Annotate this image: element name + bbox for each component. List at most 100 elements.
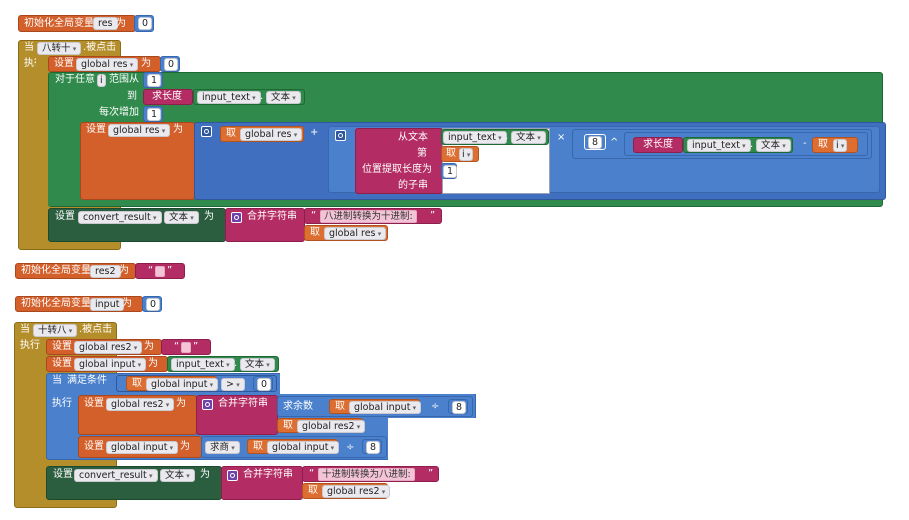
component-select-convert-result[interactable]: convert_result <box>74 469 158 482</box>
division-type-select[interactable]: 求商 <box>205 441 240 454</box>
property-select-text[interactable]: 文本 <box>266 91 301 104</box>
component-text-getter[interactable]: input_text . 文本 <box>167 356 279 372</box>
number-block-0[interactable]: 0 <box>134 15 154 32</box>
var-select-global-input[interactable]: global input <box>106 441 179 454</box>
number-0[interactable]: 0 <box>164 58 179 71</box>
set-global-res-block-2[interactable]: 设置 global res 为 <box>80 122 195 200</box>
set-global-res2-block[interactable]: 设置 global res2 为 <box>46 339 162 355</box>
var-name-res2[interactable]: res2 <box>90 265 121 278</box>
component-select-input-text[interactable]: input_text <box>171 358 235 371</box>
component-select-input-text[interactable]: input_text <box>687 139 751 152</box>
property-select-text[interactable]: 文本 <box>160 469 195 482</box>
text-literal-dec-oct[interactable]: 十进制转换为八进制: <box>318 468 415 481</box>
get-global-input-block[interactable]: 取 global input <box>126 376 219 391</box>
get-global-res-block[interactable]: 取 global res <box>220 126 304 142</box>
property-select-text[interactable]: 文本 <box>756 139 791 152</box>
component-select-convert-result[interactable]: convert_result <box>78 211 162 224</box>
text-join-block[interactable]: 合并字符串 <box>225 208 305 242</box>
mutator-gear-icon[interactable] <box>201 126 212 137</box>
get-global-input-block[interactable]: 取 global input <box>329 399 422 414</box>
var-select-global-input[interactable]: global input <box>146 378 219 391</box>
number-8[interactable]: 8 <box>588 136 603 149</box>
var-select-global-res2[interactable]: global res2 <box>74 341 143 354</box>
component-select-input-text[interactable]: input_text <box>443 131 507 144</box>
empty-text-field[interactable] <box>181 342 191 353</box>
compare-operator-select[interactable]: > <box>221 378 245 391</box>
empty-text-block[interactable]: “ ” <box>135 263 185 279</box>
var-select-global-res[interactable]: global res <box>240 128 303 141</box>
mutator-gear-icon[interactable] <box>202 399 213 410</box>
component-text-getter[interactable]: input_text . 文本 <box>683 137 793 153</box>
init-global-input-block[interactable]: 初始化全局变量 input 为 <box>15 296 143 312</box>
var-select-global-res2[interactable]: global res2 <box>297 420 366 433</box>
text-join-block[interactable]: 合并字符串 <box>196 395 278 435</box>
set-global-input-block[interactable]: 设置 global input 为 <box>46 356 168 372</box>
number-block-8[interactable]: 8 <box>584 134 606 150</box>
mutator-gear-icon[interactable] <box>227 470 238 481</box>
set-convert-result-text-block[interactable]: 设置 convert_result . 文本 为 <box>46 466 222 500</box>
length-block[interactable]: 求长度 <box>143 89 193 105</box>
quote-close-icon: ” <box>428 468 434 479</box>
var-select-global-res[interactable]: global res <box>324 227 387 240</box>
number-block-0[interactable]: 0 <box>253 376 273 391</box>
segment-text-block[interactable]: 从文本 第 位置提取长度为 的子串 <box>355 128 443 194</box>
var-name-res[interactable]: res <box>93 17 118 30</box>
var-select-i[interactable]: i <box>833 139 848 152</box>
var-select-global-res2[interactable]: global res2 <box>106 398 175 411</box>
get-global-res-block[interactable]: 取 global res <box>304 225 388 241</box>
get-i-block[interactable]: 取 i <box>441 146 479 162</box>
number-1[interactable]: 1 <box>147 74 162 87</box>
number-8[interactable]: 8 <box>452 401 467 414</box>
button-select-oct-to-dec[interactable]: 八转十 <box>37 42 82 55</box>
component-select-input-text[interactable]: input_text <box>197 91 261 104</box>
get-global-res2-block[interactable]: 取 global res2 <box>277 418 366 433</box>
number-0[interactable]: 0 <box>146 298 161 311</box>
number-block-0[interactable]: 0 <box>160 56 180 72</box>
empty-text-block[interactable]: “ ” <box>161 339 211 355</box>
component-text-getter[interactable]: input_text . 文本 <box>441 129 549 145</box>
mutator-gear-icon[interactable] <box>335 130 346 141</box>
property-select-text[interactable]: 文本 <box>511 131 546 144</box>
text-literal-block[interactable]: “ 八进制转换为十进制: ” <box>304 208 442 224</box>
loop-var-i[interactable]: i <box>97 74 106 87</box>
number-1[interactable]: 1 <box>147 108 162 121</box>
number-block-8[interactable]: 8 <box>362 439 382 454</box>
var-select-global-res[interactable]: global res <box>108 124 171 137</box>
var-select-i[interactable]: i <box>459 148 474 161</box>
var-select-global-input[interactable]: global input <box>74 358 147 371</box>
component-text-getter[interactable]: input_text . 文本 <box>193 89 305 105</box>
number-block-1[interactable]: 1 <box>441 163 458 179</box>
number-0[interactable]: 0 <box>257 378 272 391</box>
set-global-input-block[interactable]: 设置 global input 为 <box>78 436 202 458</box>
number-0[interactable]: 0 <box>138 17 153 30</box>
mutator-gear-icon[interactable] <box>231 212 242 223</box>
button-select-dec-to-oct[interactable]: 十转八 <box>33 324 78 337</box>
number-block-0[interactable]: 0 <box>142 296 162 312</box>
number-block-1[interactable]: 1 <box>143 72 163 88</box>
text-literal-block[interactable]: “ 十进制转换为八进制: ” <box>302 466 439 482</box>
var-select-global-res2[interactable]: global res2 <box>322 485 391 498</box>
init-global-res2-block[interactable]: 初始化全局变量 res2 为 <box>15 263 136 279</box>
get-global-res2-block[interactable]: 取 global res2 <box>302 483 391 499</box>
set-global-res2-block[interactable]: 设置 global res2 为 <box>78 395 197 435</box>
get-global-input-block[interactable]: 取 global input <box>247 439 340 454</box>
text-literal-oct-dec[interactable]: 八进制转换为十进制: <box>320 210 417 223</box>
get-i-block[interactable]: 取 i <box>812 137 858 153</box>
var-select-global-input[interactable]: global input <box>267 441 340 454</box>
text-join-block[interactable]: 合并字符串 <box>221 466 303 500</box>
length-block[interactable]: 求长度 <box>633 137 683 153</box>
set-convert-result-text-block[interactable]: 设置 convert_result . 文本 为 <box>48 208 226 242</box>
number-block-1[interactable]: 1 <box>143 106 163 122</box>
property-select-text[interactable]: 文本 <box>240 358 275 371</box>
number-1[interactable]: 1 <box>443 165 458 178</box>
init-global-res-block[interactable]: 初始化全局变量 res 为 <box>18 15 136 32</box>
var-name-input[interactable]: input <box>90 298 125 311</box>
number-block-8[interactable]: 8 <box>448 399 468 414</box>
set-global-res-block-1[interactable]: 设置 global res 为 <box>48 56 161 72</box>
var-select-global-input[interactable]: global input <box>349 401 422 414</box>
substring-label: 的子串 <box>398 180 428 191</box>
empty-text-field[interactable] <box>155 266 165 277</box>
number-8[interactable]: 8 <box>366 441 381 454</box>
var-select-global-res[interactable]: global res <box>76 58 139 71</box>
property-select-text[interactable]: 文本 <box>164 211 199 224</box>
